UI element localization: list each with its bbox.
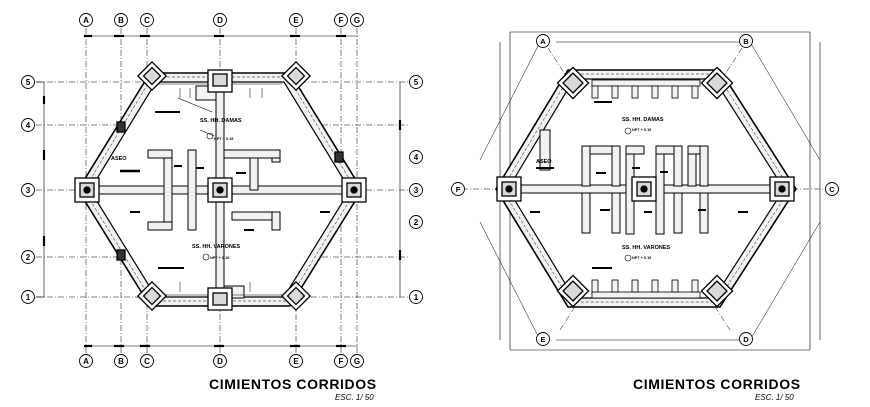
left-column-footings: [74, 60, 367, 312]
axis-label: 2: [26, 253, 31, 262]
left-row-axis-bubbles: [21, 75, 423, 304]
room-label-varones: SS. HH. VARONES: [622, 245, 671, 251]
right-axis-labels: A B C D E F: [456, 37, 836, 344]
axis-label: 2: [414, 218, 419, 227]
axis-label: C: [829, 185, 835, 194]
left-foundation-plan: [21, 13, 423, 368]
right-room-labels: SS. HH. DAMAS NPT + 0.15 ASEO SS. HH. VA…: [536, 117, 671, 260]
room-label-damas: SS. HH. DAMAS: [622, 117, 664, 123]
axis-label: F: [339, 16, 344, 25]
room-label-varones: SS. HH. VARONES: [192, 244, 241, 250]
right-plan-title: CIMIENTOS CORRIDOS: [633, 376, 801, 392]
axis-label: 1: [414, 293, 419, 302]
axis-label: B: [743, 37, 749, 46]
axis-label: C: [144, 357, 150, 366]
axis-label: 5: [414, 78, 419, 87]
level-label: NPT + 0.15: [210, 256, 229, 260]
axis-label: B: [118, 357, 124, 366]
left-detail-marks: [120, 97, 330, 269]
level-label: NPT + 0.15: [632, 256, 651, 260]
left-room-labels: SS. HH. DAMAS NPT + 0.15 ASEO SS. HH. VA…: [111, 118, 242, 260]
axis-label: G: [354, 357, 360, 366]
right-foundation-plan: [451, 31, 839, 351]
axis-label: G: [354, 16, 360, 25]
axis-label: 3: [26, 186, 31, 195]
right-plan-scale: ESC. 1/ 50: [755, 393, 794, 402]
axis-label: D: [743, 335, 749, 344]
axis-label: 4: [414, 153, 419, 162]
left-bottom-axis-bubbles: [79, 354, 364, 368]
axis-label: C: [144, 16, 150, 25]
left-hatching: [158, 83, 282, 296]
axis-label: A: [83, 16, 89, 25]
room-label-aseo: ASEO: [536, 159, 552, 165]
left-axis-labels: A B C D E F G A B C D E F G 5 4 3 2 1 5 …: [26, 16, 419, 366]
right-diagonal-dimensions: [479, 41, 821, 341]
axis-label: F: [339, 357, 344, 366]
room-label-damas: SS. HH. DAMAS: [200, 118, 242, 124]
left-plan-title: CIMIENTOS CORRIDOS: [209, 376, 377, 392]
axis-label: 4: [26, 121, 31, 130]
axis-label: E: [293, 16, 299, 25]
axis-label: E: [293, 357, 299, 366]
level-label: NPT + 0.15: [214, 137, 233, 141]
right-detail-marks: [530, 101, 748, 269]
left-top-axis-bubbles: [79, 13, 364, 27]
axis-label: D: [217, 357, 223, 366]
level-label: NPT + 0.15: [632, 128, 651, 132]
room-label-aseo: ASEO: [111, 156, 127, 162]
axis-label: 1: [26, 293, 31, 302]
axis-label: D: [217, 16, 223, 25]
right-top-comb: [591, 79, 701, 299]
right-column-footings: [496, 66, 795, 308]
left-plan-scale: ESC. 1/ 50: [335, 393, 374, 402]
axis-label: A: [83, 357, 89, 366]
axis-label: 3: [414, 186, 419, 195]
right-axis-bubbles: [451, 34, 839, 346]
axis-label: E: [540, 335, 545, 344]
axis-label: F: [456, 185, 461, 194]
axis-label: A: [540, 37, 546, 46]
axis-label: 5: [26, 78, 31, 87]
axis-label: B: [118, 16, 124, 25]
